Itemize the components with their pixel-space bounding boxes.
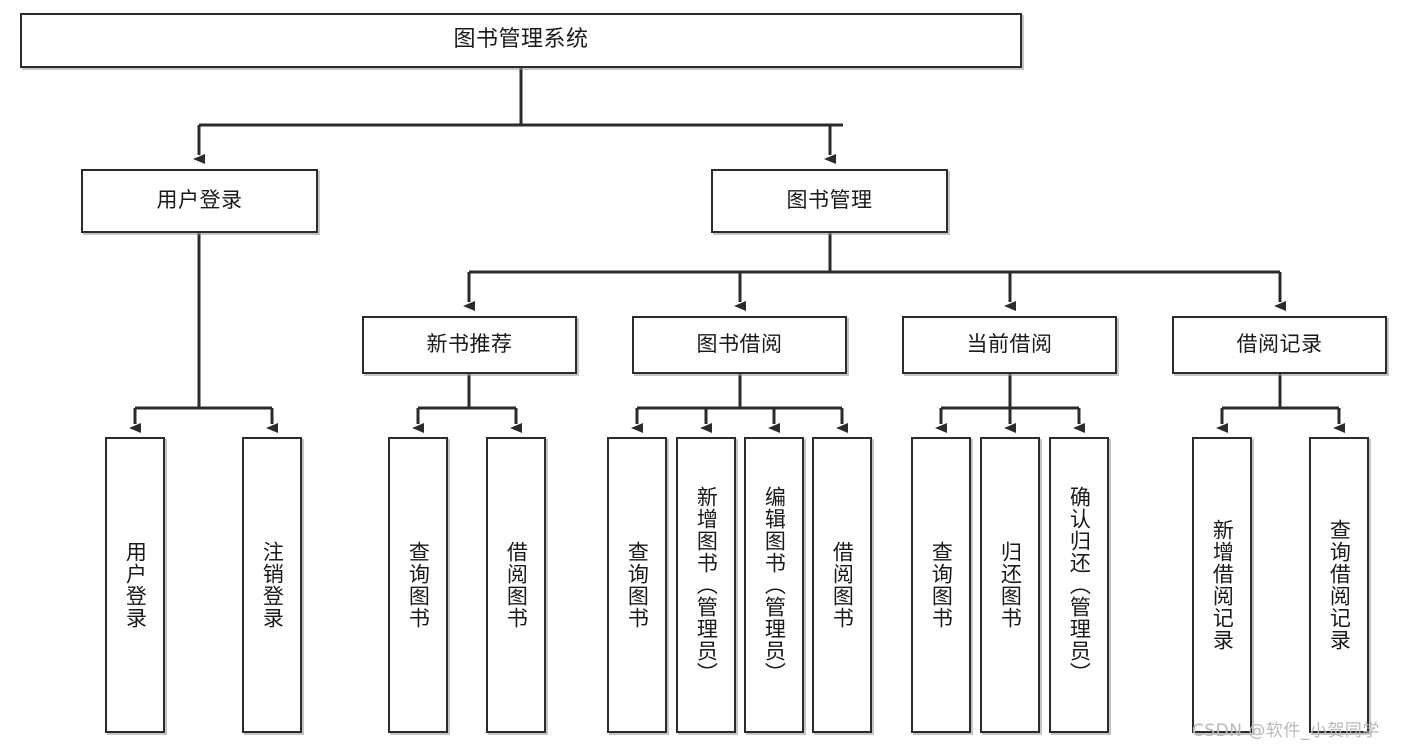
node-label: 图书管理 [786, 188, 873, 213]
node-leaf-query-book-borrow[interactable]: 查询图书 [607, 437, 667, 733]
node-leaf-add-borrow-record[interactable]: 新增借阅记录 [1192, 437, 1252, 733]
node-leaf-query-book-current[interactable]: 查询图书 [911, 437, 971, 733]
node-book-management[interactable]: 图书管理 [711, 169, 948, 233]
node-root-book-management-system[interactable]: 图书管理系统 [20, 13, 1022, 68]
node-leaf-query-book-recommend[interactable]: 查询图书 [388, 437, 448, 733]
node-current-borrow[interactable]: 当前借阅 [902, 316, 1117, 374]
node-user-login[interactable]: 用户登录 [81, 169, 318, 233]
node-leaf-borrow-book-recommend[interactable]: 借阅图书 [486, 437, 546, 733]
node-book-borrow[interactable]: 图书借阅 [632, 316, 847, 374]
node-label: 借阅图书 [504, 541, 529, 629]
node-new-book-recommend[interactable]: 新书推荐 [362, 316, 577, 374]
node-label: 借阅图书 [830, 541, 855, 629]
node-label: 新增借阅记录 [1210, 519, 1235, 651]
node-leaf-logout[interactable]: 注销登录 [242, 437, 302, 733]
node-label: 查询图书 [406, 541, 431, 629]
node-leaf-add-book-admin[interactable]: 新增图书（管理员） [676, 437, 736, 733]
node-label: 用户登录 [156, 188, 243, 213]
node-leaf-user-login[interactable]: 用户登录 [105, 437, 165, 733]
node-leaf-borrow-book[interactable]: 借阅图书 [812, 437, 872, 733]
node-leaf-edit-book-admin[interactable]: 编辑图书（管理员） [744, 437, 804, 733]
node-leaf-return-book[interactable]: 归还图书 [980, 437, 1040, 733]
node-label: 确认归还（管理员） [1067, 486, 1092, 684]
node-leaf-confirm-return-admin[interactable]: 确认归还（管理员） [1049, 437, 1109, 733]
node-label: 编辑图书（管理员） [762, 486, 787, 684]
node-label: 归还图书 [998, 541, 1023, 629]
node-borrow-record[interactable]: 借阅记录 [1172, 316, 1387, 374]
node-label: 图书管理系统 [453, 27, 589, 53]
node-label: 图书借阅 [696, 332, 783, 357]
csdn-watermark: CSDN @软件_小贺同学 [1192, 721, 1380, 741]
node-label: 查询借阅记录 [1327, 519, 1352, 651]
node-leaf-query-borrow-record[interactable]: 查询借阅记录 [1309, 437, 1369, 733]
node-label: 用户登录 [123, 541, 148, 629]
node-label: 查询图书 [625, 541, 650, 629]
node-label: 借阅记录 [1236, 332, 1323, 357]
node-label: 新书推荐 [426, 332, 513, 357]
node-label: 注销登录 [260, 541, 285, 629]
node-label: 新增图书（管理员） [694, 486, 719, 684]
node-label: 当前借阅 [966, 332, 1053, 357]
node-label: 查询图书 [929, 541, 954, 629]
